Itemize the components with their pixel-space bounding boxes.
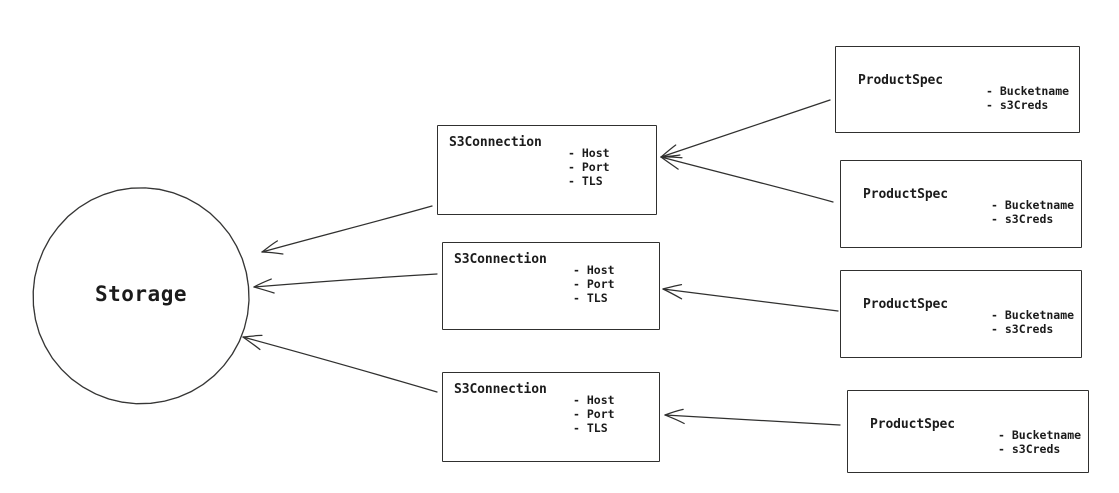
- spec-box[interactable]: ProductSpec - Bucketname- s3Creds: [847, 390, 1089, 473]
- spec-field-list: - Bucketname- s3Creds: [986, 84, 1069, 112]
- spec-field: - s3Creds: [991, 212, 1074, 226]
- spec-field-list: - Bucketname- s3Creds: [991, 308, 1074, 336]
- spec-title: ProductSpec: [870, 417, 955, 432]
- spec-field-list: - Bucketname- s3Creds: [991, 198, 1074, 226]
- connection-field: - Port: [568, 160, 610, 174]
- connection-field-list: - Host- Port- TLS: [568, 146, 610, 188]
- spec-box[interactable]: ProductSpec - Bucketname- s3Creds: [840, 270, 1082, 358]
- connection-field: - TLS: [573, 421, 615, 435]
- spec-title: ProductSpec: [863, 187, 948, 202]
- spec-box[interactable]: ProductSpec - Bucketname- s3Creds: [835, 46, 1080, 133]
- spec-field: - Bucketname: [998, 428, 1081, 442]
- storage-label: Storage: [51, 282, 231, 306]
- spec-field: - Bucketname: [991, 198, 1074, 212]
- connection-box[interactable]: S3Connection - Host- Port- TLS: [442, 242, 660, 330]
- spec-field: - s3Creds: [998, 442, 1081, 456]
- spec-field: - Bucketname: [986, 84, 1069, 98]
- spec-title: ProductSpec: [858, 73, 943, 88]
- connection-title: S3Connection: [449, 135, 542, 150]
- connection-box[interactable]: S3Connection - Host- Port- TLS: [437, 125, 657, 215]
- connection-field-list: - Host- Port- TLS: [573, 263, 615, 305]
- spec-field: - s3Creds: [986, 98, 1069, 112]
- connection-box[interactable]: S3Connection - Host- Port- TLS: [442, 372, 660, 462]
- connection-field: - TLS: [573, 291, 615, 305]
- connection-field: - Host: [573, 393, 615, 407]
- spec-field-list: - Bucketname- s3Creds: [998, 428, 1081, 456]
- spec-title: ProductSpec: [863, 297, 948, 312]
- connection-title: S3Connection: [454, 382, 547, 397]
- connection-field: - Port: [573, 407, 615, 421]
- connection-field: - Host: [573, 263, 615, 277]
- connection-field-list: - Host- Port- TLS: [573, 393, 615, 435]
- connection-field: - Port: [573, 277, 615, 291]
- spec-field: - Bucketname: [991, 308, 1074, 322]
- spec-field: - s3Creds: [991, 322, 1074, 336]
- connection-field: - TLS: [568, 174, 610, 188]
- spec-box[interactable]: ProductSpec - Bucketname- s3Creds: [840, 160, 1082, 248]
- connection-field: - Host: [568, 146, 610, 160]
- connection-title: S3Connection: [454, 252, 547, 267]
